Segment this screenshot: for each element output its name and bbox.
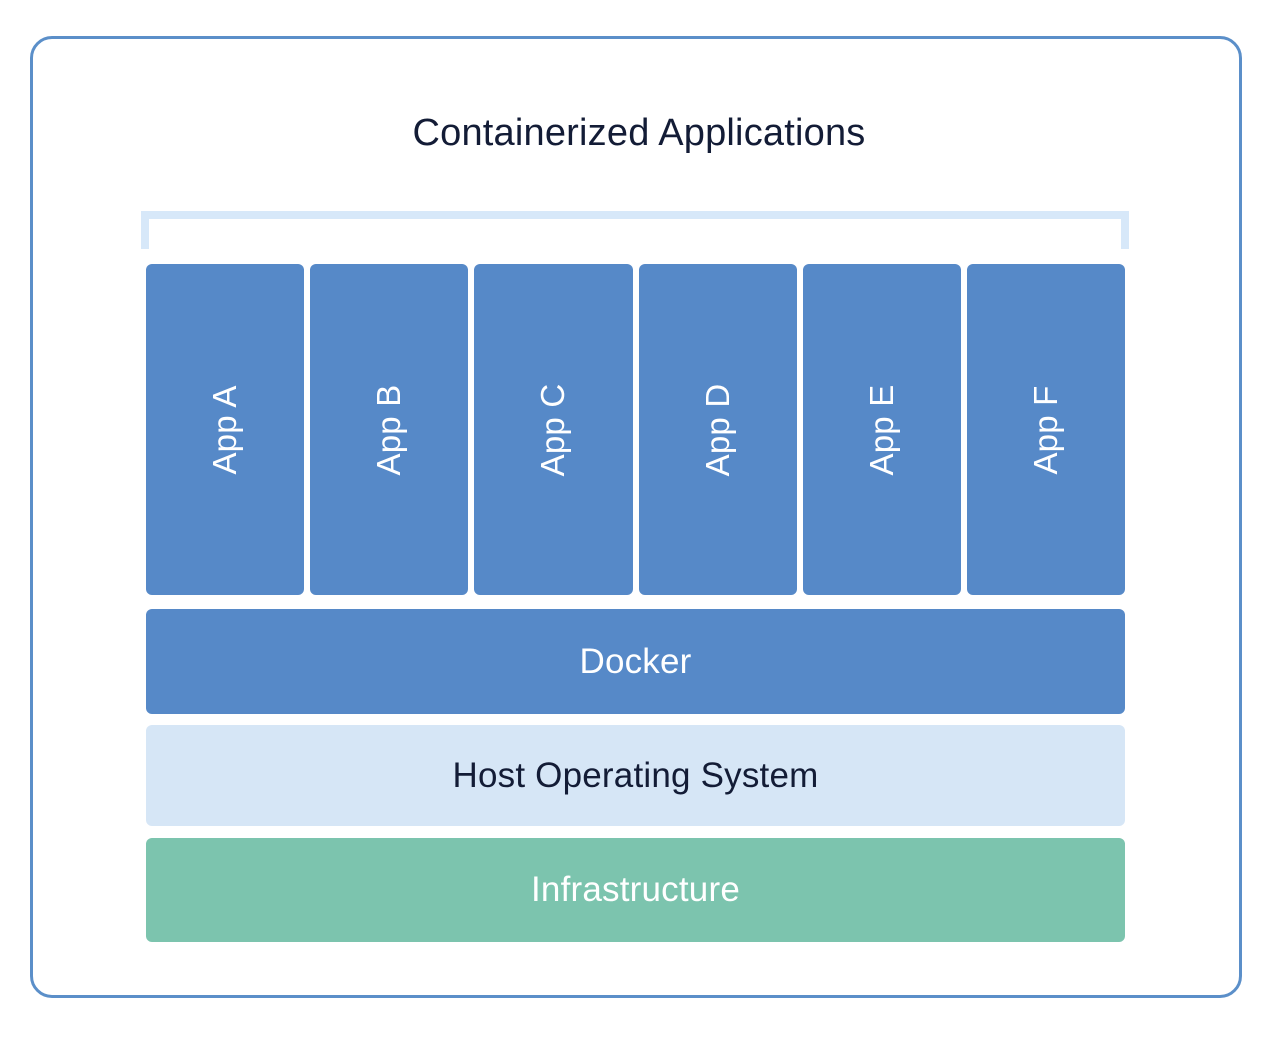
app-container-label: App E xyxy=(862,384,900,475)
layer-infrastructure[interactable]: Infrastructure xyxy=(146,838,1125,942)
app-container-c[interactable]: App C xyxy=(474,264,633,595)
app-container-d[interactable]: App D xyxy=(638,264,797,595)
application-containers-row: App A App B App C App D App E App F xyxy=(146,264,1126,595)
app-container-b[interactable]: App B xyxy=(310,264,469,595)
app-container-e[interactable]: App E xyxy=(802,264,961,595)
app-container-label: App C xyxy=(534,383,572,476)
layer-host-operating-system[interactable]: Host Operating System xyxy=(146,725,1125,826)
bracket-right-leg xyxy=(1121,211,1129,249)
app-container-label: App B xyxy=(370,384,408,475)
app-container-a[interactable]: App A xyxy=(146,264,305,595)
page-title: Containerized Applications xyxy=(412,112,866,154)
app-container-f[interactable]: App F xyxy=(966,264,1126,595)
layer-docker[interactable]: Docker xyxy=(146,609,1125,714)
app-container-label: App A xyxy=(206,384,244,475)
app-container-label: App D xyxy=(698,383,736,476)
bracket-left-leg xyxy=(141,211,149,249)
containerized-applications-bracket xyxy=(141,211,1129,249)
bracket-top-bar xyxy=(141,211,1129,219)
app-container-label: App F xyxy=(1026,384,1064,475)
